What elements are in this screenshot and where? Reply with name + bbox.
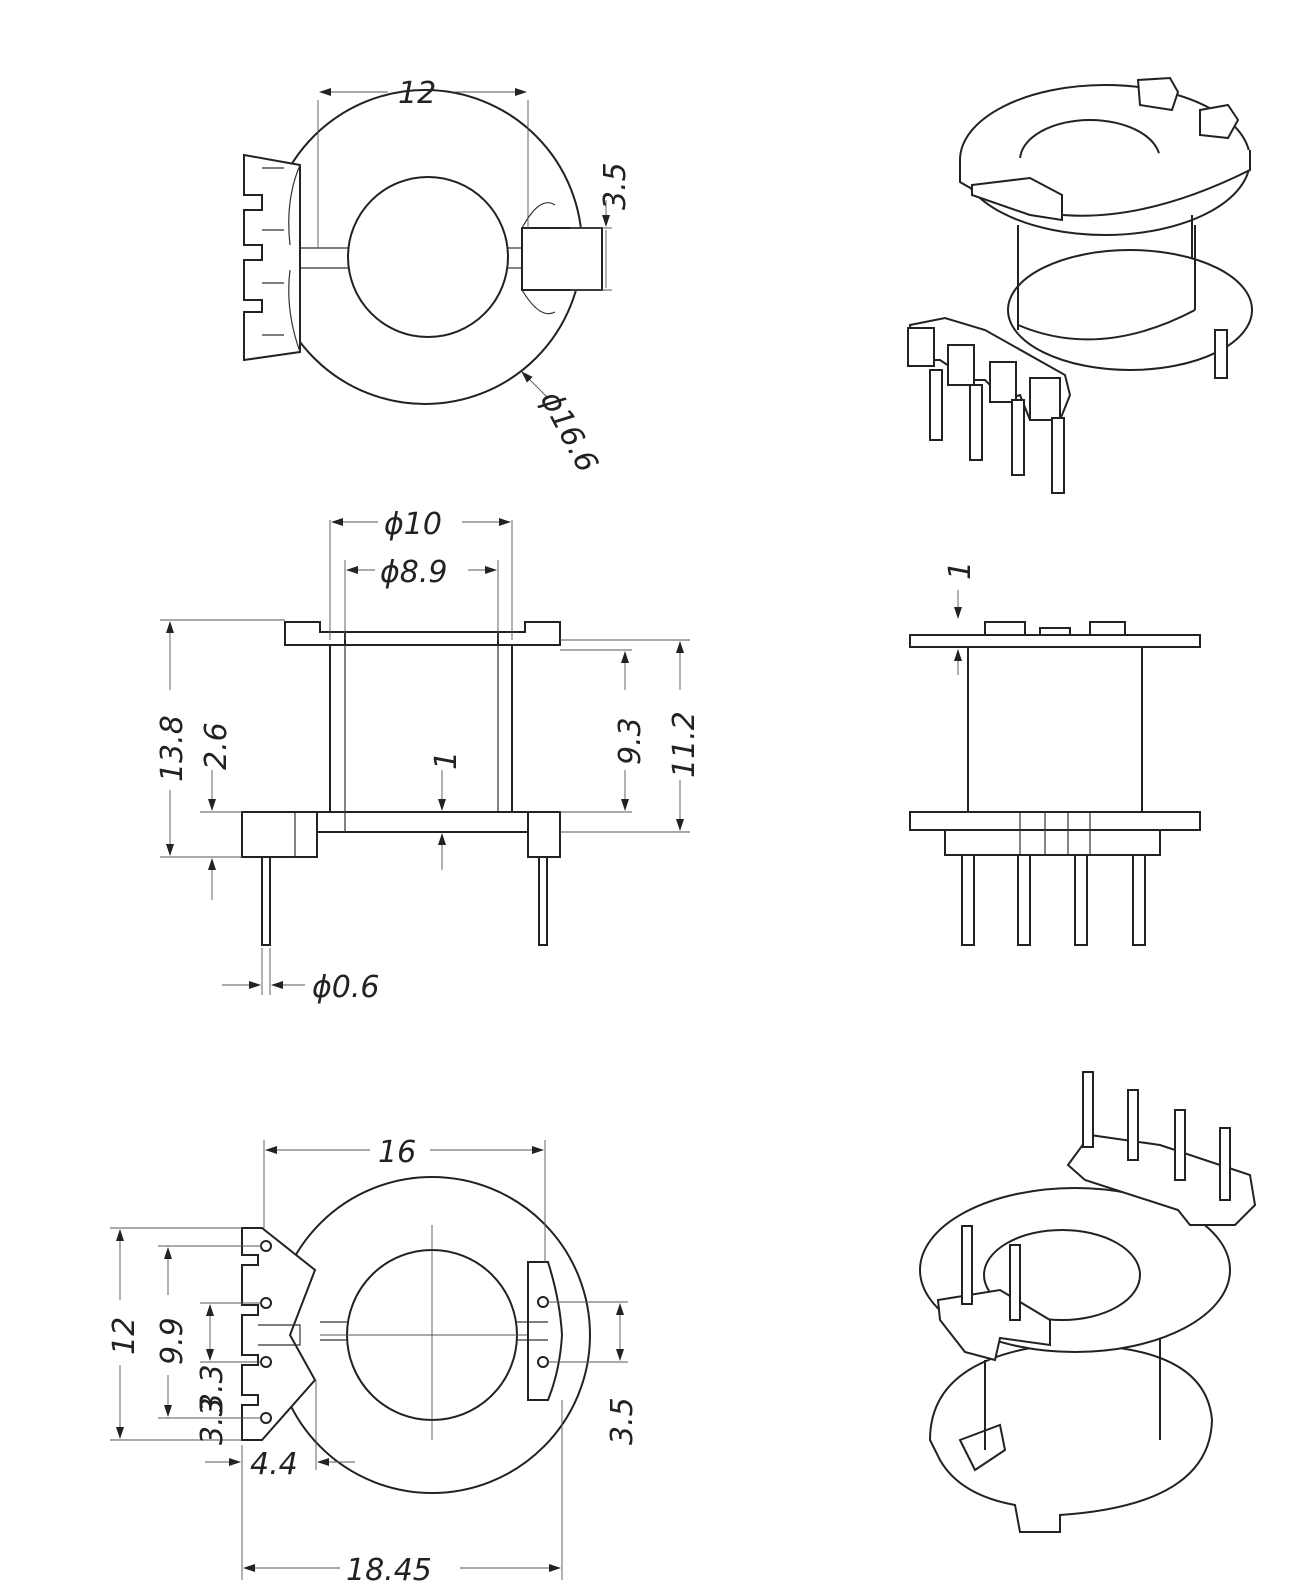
dim-bottom-height: 12 (107, 1317, 142, 1355)
dim-top-diameter: ϕ16.6 (533, 385, 605, 478)
dim-right-pin-pitch: 3.5 (605, 1397, 640, 1445)
dim-outer-bore: ϕ10 (384, 507, 442, 542)
dim-overall-length: 18.45 (346, 1553, 432, 1588)
isometric-view-bottom (919, 1071, 1257, 1533)
dim-overall-height: 13.8 (155, 715, 190, 782)
side-view: ϕ10 ϕ8.9 13.8 2.6 1 9.3 11.2 (155, 507, 702, 1005)
dim-body-height: 11.2 (667, 711, 702, 778)
isometric-view-top (907, 76, 1253, 494)
dim-pin-diameter: ϕ0.6 (312, 970, 380, 1005)
dim-end-flange: 1 (943, 561, 978, 580)
dim-base-height: 2.6 (199, 722, 234, 770)
dim-pin-span: 9.9 (155, 1317, 190, 1365)
top-view: 12 3.5 ϕ16.6 (243, 76, 633, 478)
end-view: 1 (909, 561, 1201, 946)
dim-top-width: 12 (398, 76, 436, 111)
dim-pin-edge: 3.3 (195, 1397, 230, 1445)
dim-top-tab: 3.5 (598, 162, 633, 210)
dim-inner-bore: ϕ8.9 (380, 555, 448, 590)
dim-pin-pitch: 3.3 (195, 1364, 230, 1412)
dim-flange-thickness: 1 (429, 751, 464, 770)
bottom-view: 16 12 9.9 3.3 3.3 3.5 4.4 18.45 (107, 1135, 640, 1588)
dim-winding-height: 9.3 (613, 717, 648, 765)
dim-flange-width: 16 (378, 1135, 416, 1170)
dim-pin-row-offset: 4.4 (250, 1447, 298, 1482)
